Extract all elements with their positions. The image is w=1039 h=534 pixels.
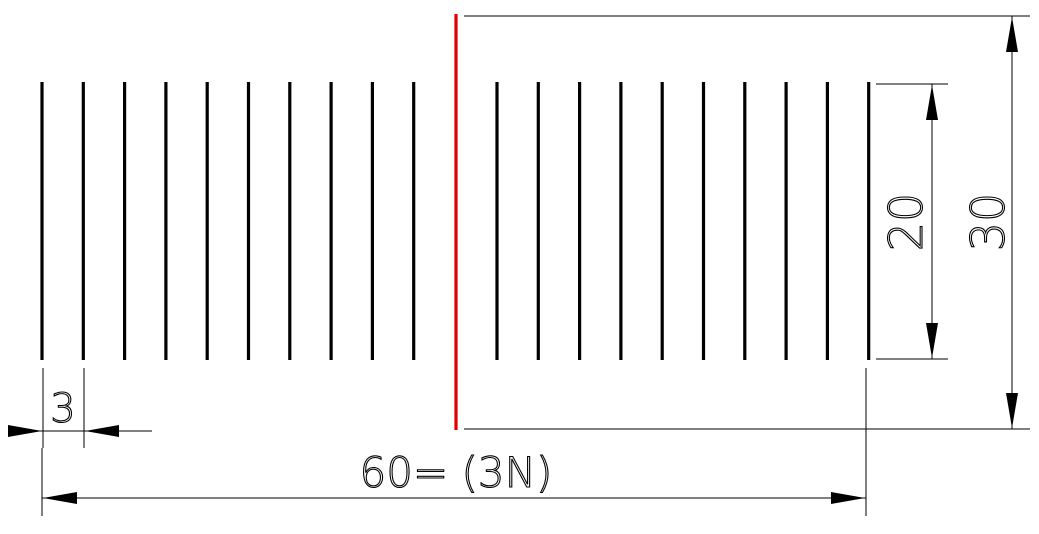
arrowhead-left-icon	[85, 425, 119, 437]
arrowhead-right-icon	[831, 492, 865, 504]
overall-height-dimension: 30	[464, 15, 1030, 430]
pitch-dimension: 3	[8, 368, 152, 448]
bar-height-dimension: 20	[876, 83, 948, 360]
dimension-label-30: 30	[961, 193, 1015, 252]
arrowhead-down-icon	[1006, 393, 1018, 428]
arrowhead-up-icon	[926, 85, 938, 120]
arrowhead-right-icon	[8, 425, 42, 437]
arrowhead-down-icon	[926, 323, 938, 358]
dimension-label-60: 60= (3N)	[360, 448, 553, 497]
bar-group-right	[495, 82, 871, 360]
dimension-label-3: 3	[50, 386, 75, 432]
total-width-dimension: 60= (3N)	[41, 368, 867, 516]
arrowhead-left-icon	[43, 492, 77, 504]
arrowhead-up-icon	[1006, 17, 1018, 52]
dimension-label-20: 20	[879, 193, 933, 252]
bar-group-left	[40, 82, 416, 360]
